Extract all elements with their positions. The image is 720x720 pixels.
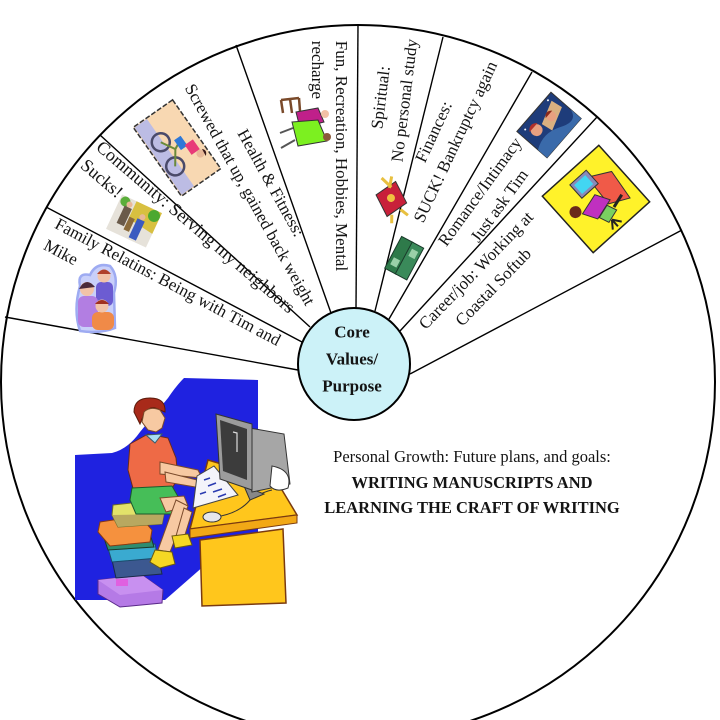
dancing-couple-icon xyxy=(279,96,331,149)
fun-recreation-label: Fun, Recreation, Hobbies, Mental recharg… xyxy=(305,41,353,271)
spoke-divider xyxy=(409,229,683,375)
spoke-divider xyxy=(4,316,299,371)
spoke-divider xyxy=(99,134,311,328)
label-line: Core xyxy=(334,322,370,342)
spoke-divider xyxy=(388,71,533,320)
money-icon xyxy=(384,235,425,281)
spoke-divider xyxy=(45,206,303,343)
core-values-label: Core Values/ Purpose xyxy=(322,319,382,400)
writer-at-computer-icon xyxy=(75,378,299,608)
label-line: WRITING MANUSCRIPTS AND xyxy=(351,472,593,492)
personal-growth-label: Personal Growth: Future plans, and goals… xyxy=(324,444,620,521)
label-line: Purpose xyxy=(322,376,382,396)
label-line: recharge xyxy=(308,40,327,99)
label-line: Fun, Recreation, Hobbies, Mental xyxy=(332,40,351,272)
community-icon xyxy=(106,194,162,248)
label-line: Personal Growth: Future plans, and goals… xyxy=(333,446,611,466)
spoke-divider xyxy=(399,116,598,332)
spoke-divider xyxy=(355,24,359,309)
label-line: LEARNING THE CRAFT OF WRITING xyxy=(324,497,620,517)
core-values-circle xyxy=(297,307,411,421)
label-line: Values/ xyxy=(325,349,379,369)
couple-icon xyxy=(516,91,582,159)
family-icon xyxy=(75,263,118,334)
spoke-divider xyxy=(235,44,332,314)
computer-worker-icon xyxy=(541,144,651,254)
bible-reading-icon xyxy=(375,176,409,224)
